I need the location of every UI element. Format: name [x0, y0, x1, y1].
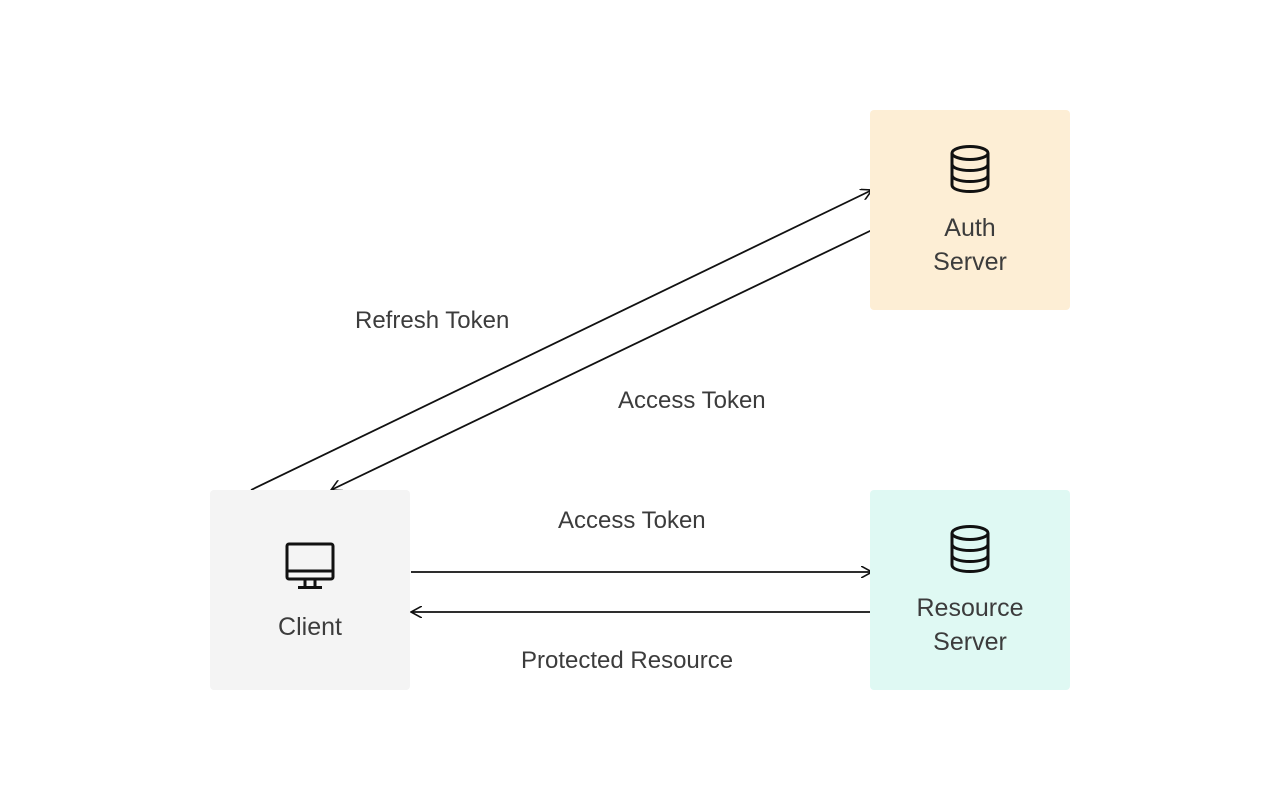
edge-refresh-token-arrow: [250, 190, 872, 491]
edge-label-access-token-from-auth: Access Token: [618, 387, 766, 414]
resource-server-label-line-2: Server: [933, 628, 1007, 656]
edge-access-token-from-auth-arrow: [331, 229, 873, 490]
edge-label-access-token-to-resource: Access Token: [558, 507, 706, 534]
edge-label-protected-resource: Protected Resource: [521, 647, 734, 674]
client-label: Client: [210, 610, 410, 644]
auth-server-label-line-2: Server: [933, 248, 1007, 276]
client-node[interactable]: Client: [210, 490, 410, 690]
auth-server-node[interactable]: Auth Server: [870, 110, 1070, 310]
database-icon: [870, 144, 1070, 194]
auth-server-label-line-1: Auth: [944, 214, 996, 242]
resource-server-label: Resource Server: [870, 591, 1070, 659]
auth-server-label: Auth Server: [870, 211, 1070, 279]
edge-label-refresh-token: Refresh Token: [355, 307, 510, 334]
resource-server-node[interactable]: Resource Server: [870, 490, 1070, 690]
resource-server-label-line-1: Resource: [916, 594, 1024, 622]
database-icon: [870, 524, 1070, 574]
client-label-line-1: Client: [278, 613, 342, 641]
monitor-icon: [210, 542, 410, 590]
